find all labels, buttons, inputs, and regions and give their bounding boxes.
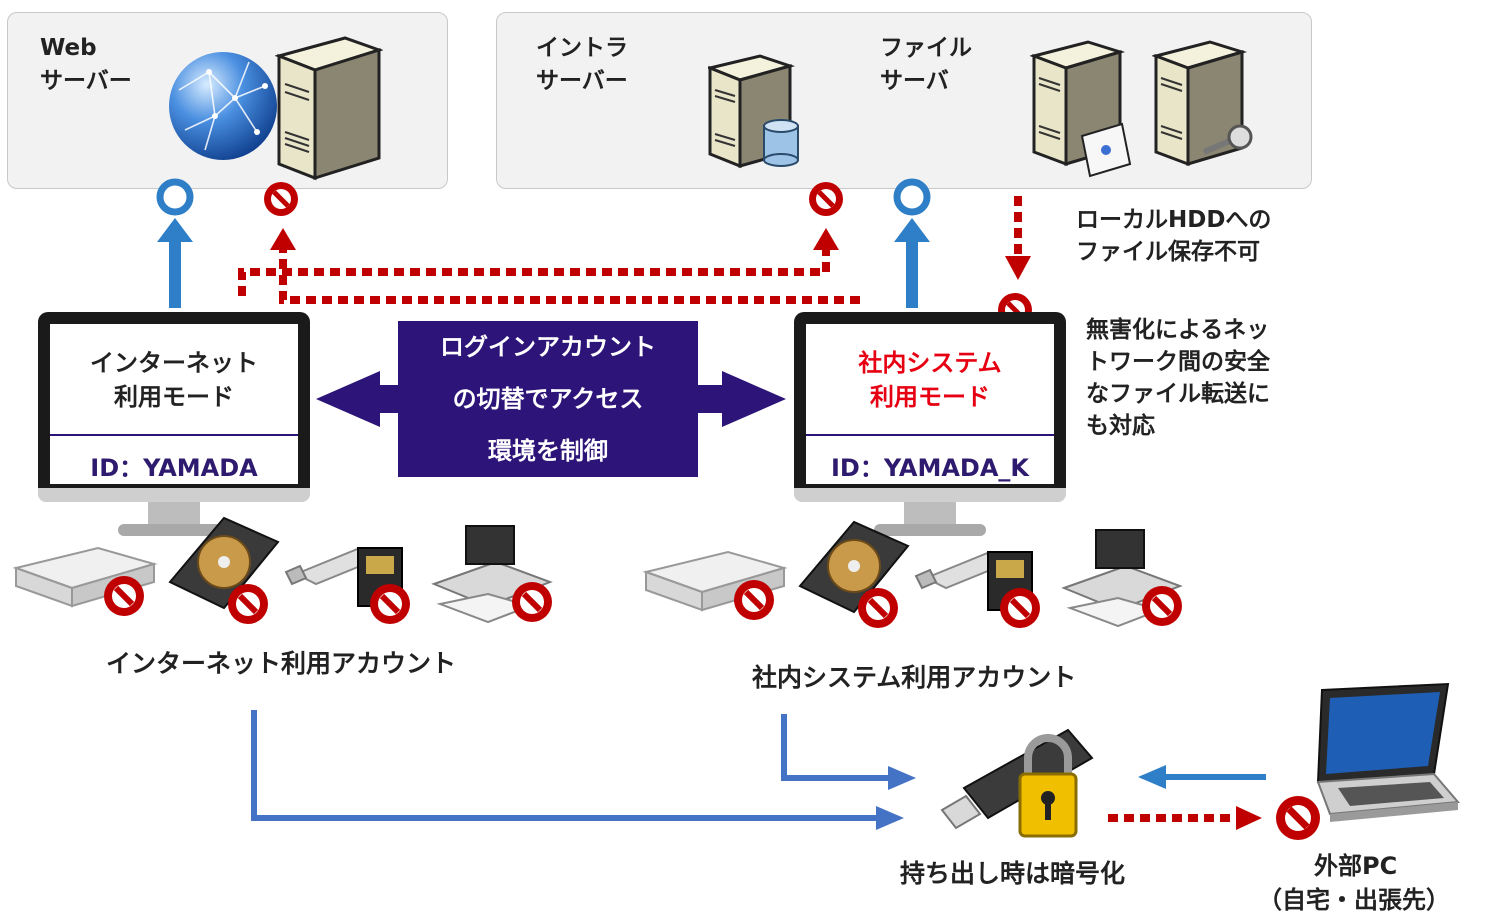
hard-disk-icon [168,516,280,610]
left-allowed-icon [156,178,194,216]
left-to-intranet-blocked-path [238,248,830,296]
right-monitor: 社内システム 利用モード ID：YAMADA_K [794,312,1066,542]
right-allowed-icon [893,178,931,216]
web-server-label: Web サーバー [40,35,132,94]
intranet-server-icon [708,54,799,169]
safe-transfer-note: 無害化によるネッ トワーク間の安全 なファイル転送に も対応 [1086,317,1270,439]
local-hdd-note: ローカルHDDへの ファイル保存不可 [1076,207,1272,265]
hard-disk-icon [798,520,910,614]
database-icon [763,119,799,167]
no-entry-icon [228,584,268,624]
file-server-label: ファイル サーバ [880,35,972,94]
right-to-web-blocked-path [279,248,860,304]
encrypted-usb-icon [940,728,1094,838]
no-entry-icon [104,576,144,616]
no-entry-icon [512,582,552,622]
no-entry-icon [858,588,898,628]
key-icon [1202,124,1253,155]
left-mode-label: インターネット 利用モード [90,349,258,411]
web-server-tower-icon [275,36,383,181]
right-mode-label: 社内システム 利用モード [858,349,1002,411]
left-device-row [12,516,553,624]
no-entry-icon [1142,586,1182,626]
left-monitor: インターネット 利用モード ID：YAMADA [38,312,310,542]
external-pc-caption: 外部PC [1314,852,1398,880]
laptop-icon [1316,682,1461,822]
printer-icon [1061,529,1183,628]
no-entry-icon [370,584,410,624]
right-account-to-usb-line [781,714,892,781]
globe-icon [169,52,277,160]
no-entry-icon [734,580,774,620]
left-allowed-arrow [157,218,193,308]
intranet-account-caption: 社内システム利用アカウント [752,663,1077,692]
account-switch-arrow [316,371,400,427]
secure-server-icon [1152,40,1253,167]
right-account-id: ID：YAMADA_K [830,454,1030,482]
file-server-icon [1030,40,1132,178]
internet-account-caption: インターネット利用アカウント [106,649,457,678]
left-account-to-usb-line [251,710,880,821]
no-entry-icon [264,182,298,216]
no-entry-icon [1276,796,1320,840]
external-pc-subcaption: （自宅・出張先） [1258,886,1450,914]
intra-server-label: イントラ サーバー [536,35,628,94]
encrypt-caption: 持ち出し時は暗号化 [900,859,1126,888]
left-account-id: ID：YAMADA [90,454,258,482]
printer-icon [431,525,553,624]
right-device-row [642,520,1183,628]
right-allowed-arrow [894,218,930,308]
no-entry-icon [1000,588,1040,628]
account-switch-box: ログインアカウント の切替でアクセス 環境を制御 [398,321,698,477]
no-entry-icon [809,182,843,216]
